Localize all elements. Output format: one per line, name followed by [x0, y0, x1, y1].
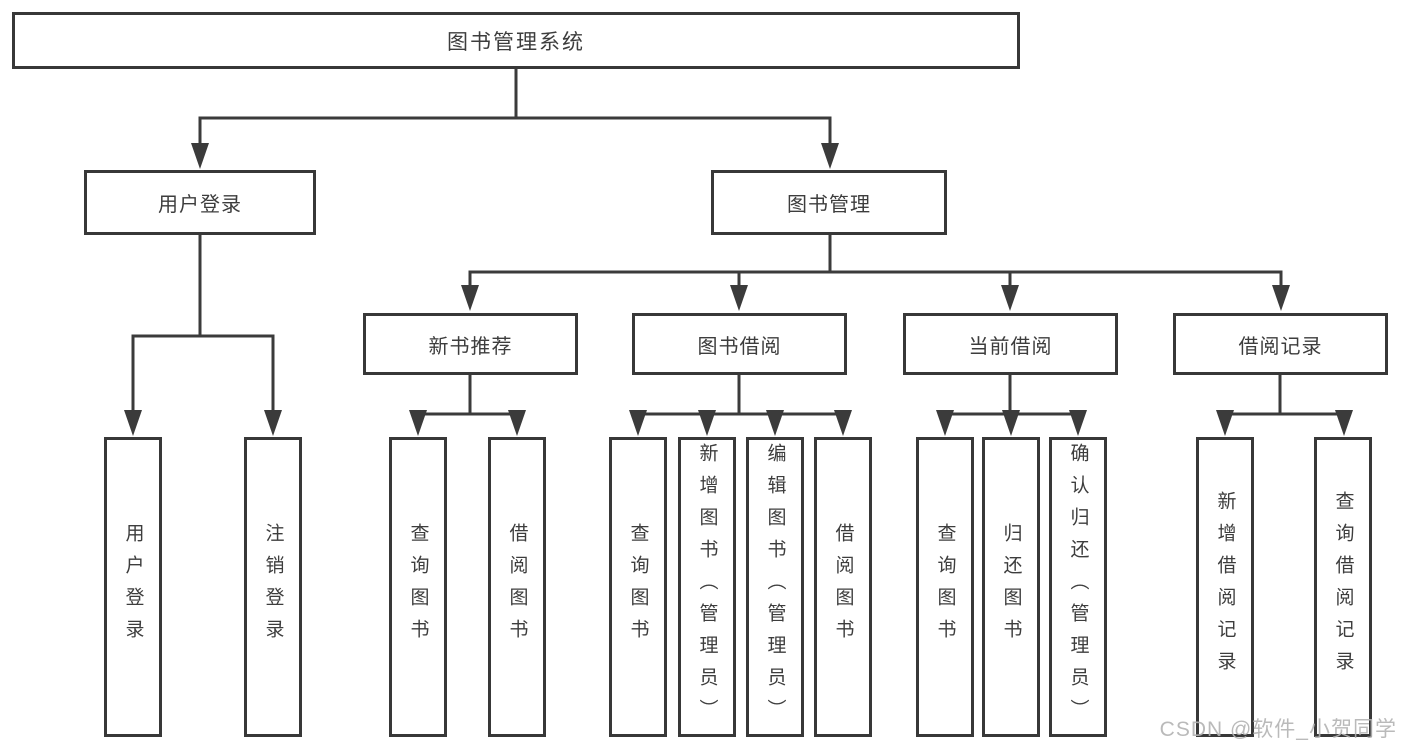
leaf-borrow-books-recommend: 借阅图书 [488, 437, 546, 737]
node-book-management-branch: 图书管理 [711, 170, 947, 235]
leaf-edit-book-admin: 编辑图书（管理员） [746, 437, 804, 737]
leaf-label: 借阅图书 [506, 523, 528, 651]
node-user-login-branch: 用户登录 [84, 170, 316, 235]
leaf-return-book: 归还图书 [982, 437, 1040, 737]
leaf-label: 用户登录 [122, 523, 144, 651]
leaf-label: 查询图书 [407, 523, 429, 651]
leaf-label: 新增借阅记录 [1214, 491, 1236, 683]
leaf-label: 查询图书 [934, 523, 956, 651]
node-book-borrow: 图书借阅 [632, 313, 847, 375]
node-borrow-records: 借阅记录 [1173, 313, 1388, 375]
leaf-label: 查询图书 [627, 523, 649, 651]
node-current-borrow: 当前借阅 [903, 313, 1118, 375]
leaf-label: 确认归还（管理员） [1067, 443, 1089, 731]
leaf-label: 查询借阅记录 [1332, 491, 1354, 683]
leaf-borrow-books: 借阅图书 [814, 437, 872, 737]
leaf-label: 归还图书 [1000, 523, 1022, 651]
leaf-label: 新增图书（管理员） [696, 443, 718, 731]
leaf-label: 注销登录 [262, 523, 284, 651]
leaf-add-borrow-record: 新增借阅记录 [1196, 437, 1254, 737]
node-root: 图书管理系统 [12, 12, 1020, 69]
leaf-query-books-current: 查询图书 [916, 437, 974, 737]
leaf-confirm-return-admin: 确认归还（管理员） [1049, 437, 1107, 737]
leaf-label: 借阅图书 [832, 523, 854, 651]
leaf-add-book-admin: 新增图书（管理员） [678, 437, 736, 737]
leaf-label: 编辑图书（管理员） [764, 443, 786, 731]
leaf-query-borrow-record: 查询借阅记录 [1314, 437, 1372, 737]
leaf-logout: 注销登录 [244, 437, 302, 737]
leaf-query-books-borrow: 查询图书 [609, 437, 667, 737]
leaf-user-login: 用户登录 [104, 437, 162, 737]
node-new-book-recommend: 新书推荐 [363, 313, 578, 375]
leaf-query-books-recommend: 查询图书 [389, 437, 447, 737]
watermark: CSDN @软件_小贺同学 [1159, 718, 1397, 741]
